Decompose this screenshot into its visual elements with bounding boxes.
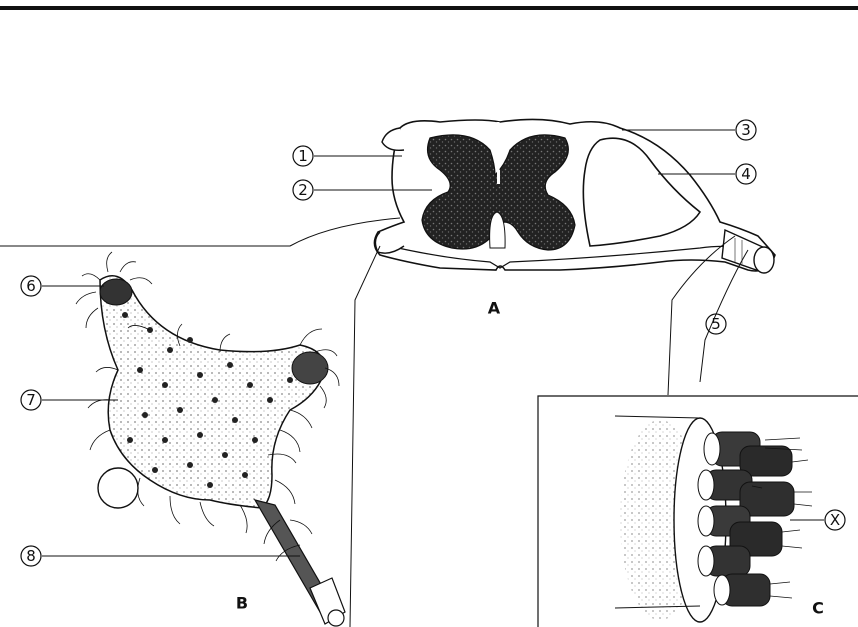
callout-2-label: 2 [298,181,308,199]
panel-b-label: B [236,594,248,613]
callout-5-label: 5 [711,315,721,333]
neuron-cell-body [100,276,325,508]
panel-a-label: A [488,299,501,318]
callout-x: X [790,510,845,530]
callout-3-label: 3 [741,121,751,139]
callout-x-label: X [830,511,840,529]
spinal-cord-cross-section [374,119,775,273]
connector-a-to-b [0,218,400,246]
callout-8-label: 8 [26,547,36,565]
nerve-bundle [615,416,812,622]
callout-7-label: 7 [26,391,36,409]
axon-terminal [310,578,345,626]
central-canal [497,170,500,184]
connector-a-to-c-right [700,250,748,382]
nerve-upper-edge [615,416,700,418]
callout-8: 8 [21,546,300,566]
right-dendrite [292,352,328,384]
motor-neuron [76,252,345,626]
callout-1: 1 [293,146,402,166]
callout-4-label: 4 [741,165,751,183]
connector-a-to-b-right [350,246,380,627]
dendrite-tip [100,279,132,305]
callout-7: 7 [21,390,118,410]
panel-c-label: C [812,599,824,618]
neuron-nucleus [98,468,138,508]
callout-6-label: 6 [26,277,36,295]
callout-1-label: 1 [298,147,308,165]
